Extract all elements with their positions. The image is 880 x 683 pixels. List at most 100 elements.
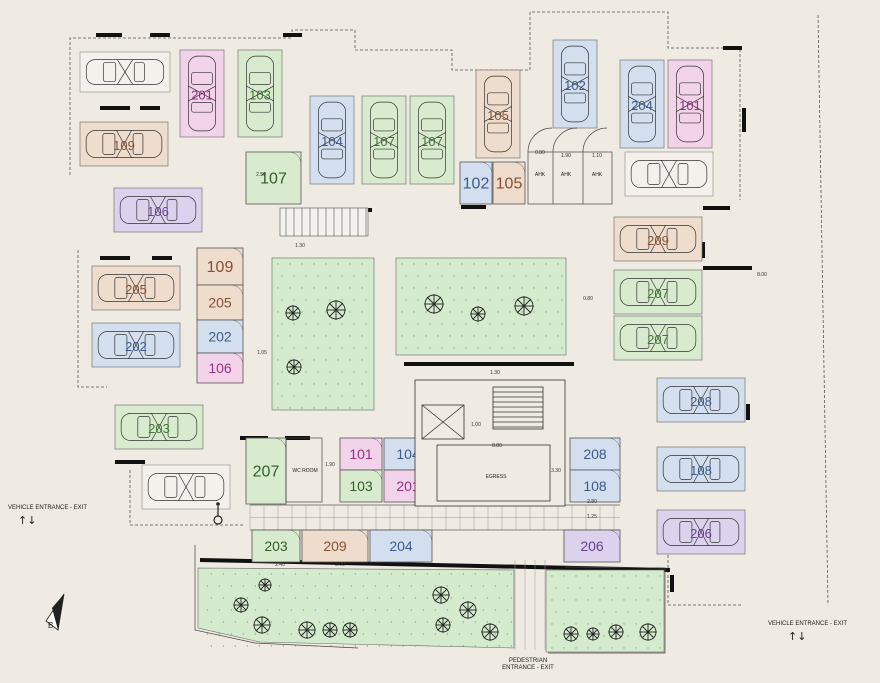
- parking-space-number: 102: [564, 78, 586, 93]
- parking-space: 206: [656, 509, 746, 555]
- ahk-rooms: [285, 127, 613, 503]
- storage-unit-number: 106: [208, 360, 232, 376]
- dimension-note: 0.80: [583, 296, 593, 302]
- parking-space-number: 109: [113, 138, 135, 153]
- accessible-icon: [213, 502, 223, 525]
- car-icon: [628, 65, 656, 143]
- storage-unit: 204: [369, 529, 433, 563]
- vehicle-entrance-left-label: VEHICLE ENTRANCE - EXIT: [8, 505, 88, 511]
- car-icon: [662, 386, 740, 414]
- car-icon: [119, 196, 197, 224]
- storage-unit: 102: [459, 161, 493, 205]
- tree-icon: [342, 622, 358, 638]
- stair-core: [414, 379, 566, 507]
- pedestrian-label: PEDESTRIAN ENTRANCE - EXIT: [495, 658, 561, 672]
- parking-space: 106: [113, 187, 203, 233]
- pedestrian-label-line1: PEDESTRIAN: [508, 658, 548, 664]
- car-icon: [619, 278, 697, 306]
- car-icon: [676, 65, 704, 143]
- dimension-note: 3.30: [551, 468, 561, 474]
- storage-unit: 205: [196, 284, 244, 321]
- dimension-note: 3.00: [335, 562, 345, 568]
- storage-unit-number: 103: [349, 478, 373, 494]
- vehicle-entrance-right-label: VEHICLE ENTRANCE - EXIT: [768, 621, 848, 627]
- car-icon: [484, 75, 512, 153]
- parking-space-number: 208: [690, 394, 712, 409]
- parking-space: 209: [613, 216, 703, 262]
- car-icon: [370, 101, 398, 179]
- storage-unit: 106: [196, 352, 244, 384]
- tree-icon: [322, 622, 338, 638]
- tree-icon: [253, 616, 271, 634]
- car-icon: [561, 45, 589, 123]
- room-label-ahk: AHK: [535, 172, 546, 178]
- storage-unit: 105: [492, 161, 526, 205]
- parking-space: 207: [613, 315, 703, 361]
- dimension-note: 1.05: [257, 350, 267, 356]
- parking-space: 203: [114, 404, 204, 450]
- dimension-note: 2.40: [275, 562, 285, 568]
- parking-space: 204: [619, 59, 665, 149]
- car-icon: [85, 130, 163, 158]
- tree-icon: [285, 305, 301, 321]
- room-label-ahk: AHK: [592, 172, 603, 178]
- tree-icon: [563, 626, 579, 642]
- storage-unit: 209: [301, 529, 369, 563]
- dimension-note: 2.80: [587, 499, 597, 505]
- parking-space: 103: [237, 49, 283, 138]
- parking-space: 108: [656, 446, 746, 492]
- parking-space-number: 206: [690, 526, 712, 541]
- car-icon: [120, 413, 198, 441]
- tree-icon: [424, 294, 444, 314]
- dimension-note: 1.00: [471, 422, 481, 428]
- storage-unit: 203: [251, 529, 301, 563]
- storage-unit-number: 206: [580, 538, 604, 554]
- storage-unit-number: 109: [207, 259, 234, 276]
- parking-space-number: 201: [191, 88, 213, 103]
- tree-icon: [233, 597, 249, 613]
- stairs: [279, 207, 369, 237]
- parking-space-number: 104: [321, 134, 343, 149]
- storage-unit-number: 104: [396, 446, 420, 462]
- tree-icon: [432, 586, 450, 604]
- dimension-note: 1.90: [325, 462, 335, 468]
- storage-unit-number: 204: [389, 538, 413, 554]
- storage-unit: 103: [339, 469, 383, 503]
- parking-space: 201: [179, 49, 225, 138]
- storage-unit-number: 208: [583, 446, 607, 462]
- dimension-note: 2.50: [256, 172, 266, 178]
- parking-space-number: 203: [148, 421, 170, 436]
- tree-icon: [481, 623, 499, 641]
- dimension-note: 1.30: [295, 243, 305, 249]
- parking-space-number: 103: [249, 88, 271, 103]
- storage-unit: 109: [196, 247, 244, 286]
- car-icon: [662, 518, 740, 546]
- tree-icon: [435, 617, 451, 633]
- parking-space: 107: [361, 95, 407, 185]
- storage-unit-number: 205: [208, 294, 232, 310]
- storage-unit: 208: [569, 437, 621, 471]
- parking-space: 208: [656, 377, 746, 423]
- svg-text:B: B: [48, 621, 53, 630]
- storage-unit: 108: [569, 469, 621, 503]
- storage-unit: 107: [245, 151, 302, 205]
- garden-bed: [271, 257, 375, 411]
- car-icon: [630, 160, 708, 188]
- parking-space-number: 105: [487, 108, 509, 123]
- garden-bed: [395, 257, 567, 356]
- parking-space-number: 107: [373, 134, 395, 149]
- parking-space: 104: [309, 95, 355, 185]
- car-icon: [619, 324, 697, 352]
- car-icon: [97, 274, 175, 302]
- parking-space: 109: [79, 121, 169, 167]
- dimension-note: 1.30: [490, 370, 500, 376]
- storage-unit-number: 209: [323, 538, 347, 554]
- dimension-note: 1.90: [561, 153, 571, 159]
- parking-space: 102: [552, 39, 598, 129]
- storage-unit-number: 203: [264, 538, 288, 554]
- car-icon: [318, 101, 346, 179]
- dimension-note: 1.10: [592, 153, 602, 159]
